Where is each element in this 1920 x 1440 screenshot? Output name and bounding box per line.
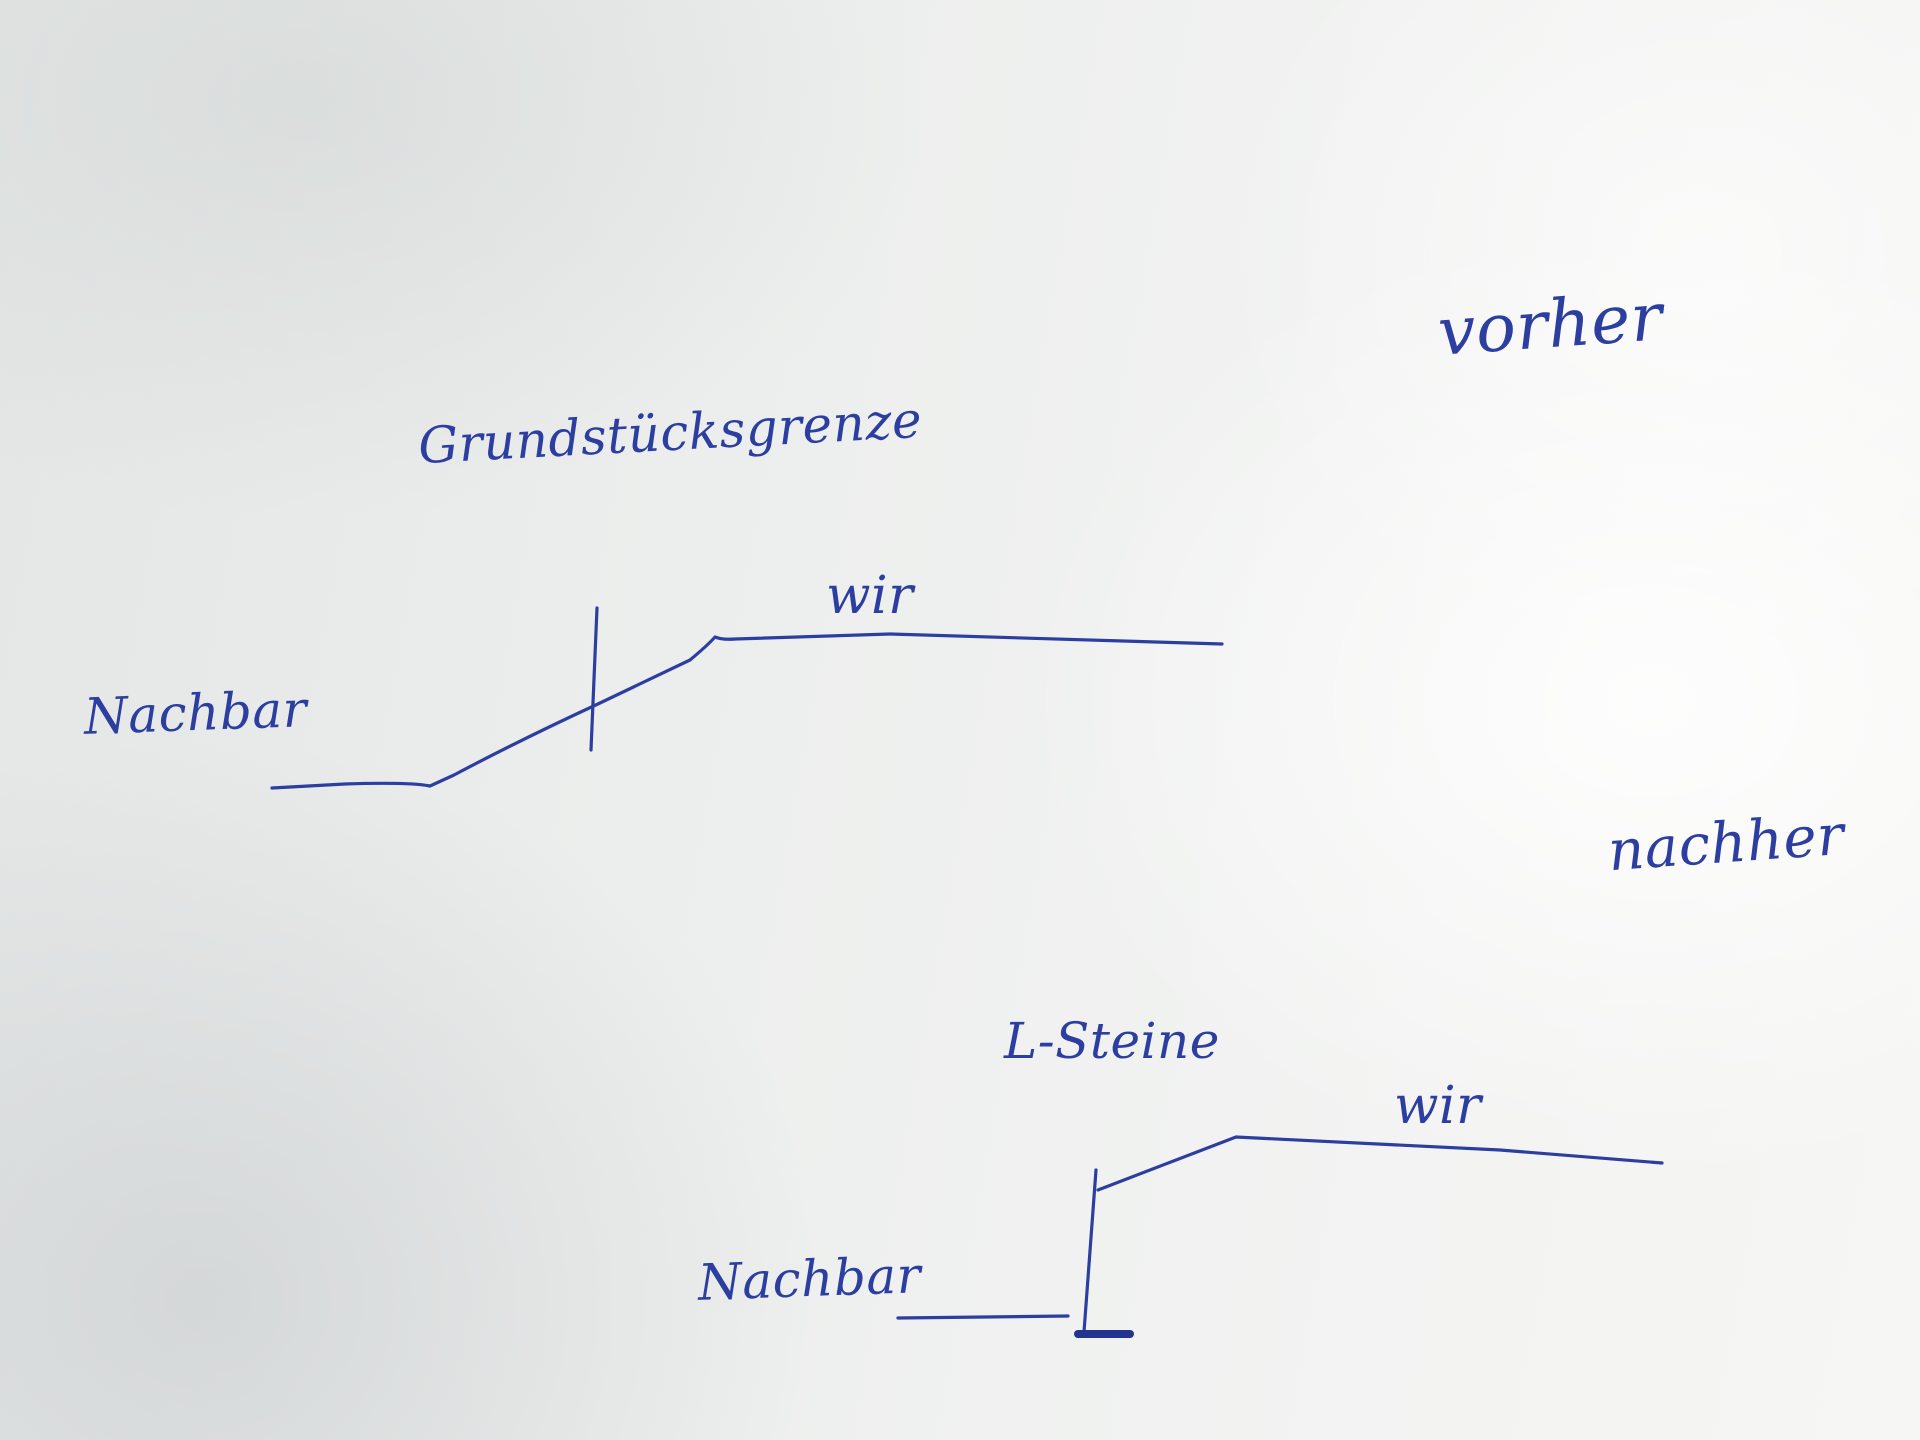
- label-vorher: vorher: [1435, 278, 1666, 371]
- l-stone-wall: [1082, 1168, 1098, 1334]
- property-boundary-marker: [589, 606, 599, 752]
- label-nachher: nachher: [1605, 802, 1847, 885]
- label-nachbar-before: Nachbar: [83, 680, 308, 746]
- label-wir-before: wir: [826, 566, 914, 626]
- label-nachbar-after: Nachbar: [697, 1246, 922, 1312]
- neighbour-ground-after: [896, 1314, 1070, 1320]
- label-l-steine: L-Steine: [1004, 1012, 1220, 1070]
- label-wir-after: wir: [1394, 1076, 1482, 1136]
- terrain-profile-after: [1096, 1135, 1664, 1192]
- terrain-profile-before: [270, 632, 1224, 790]
